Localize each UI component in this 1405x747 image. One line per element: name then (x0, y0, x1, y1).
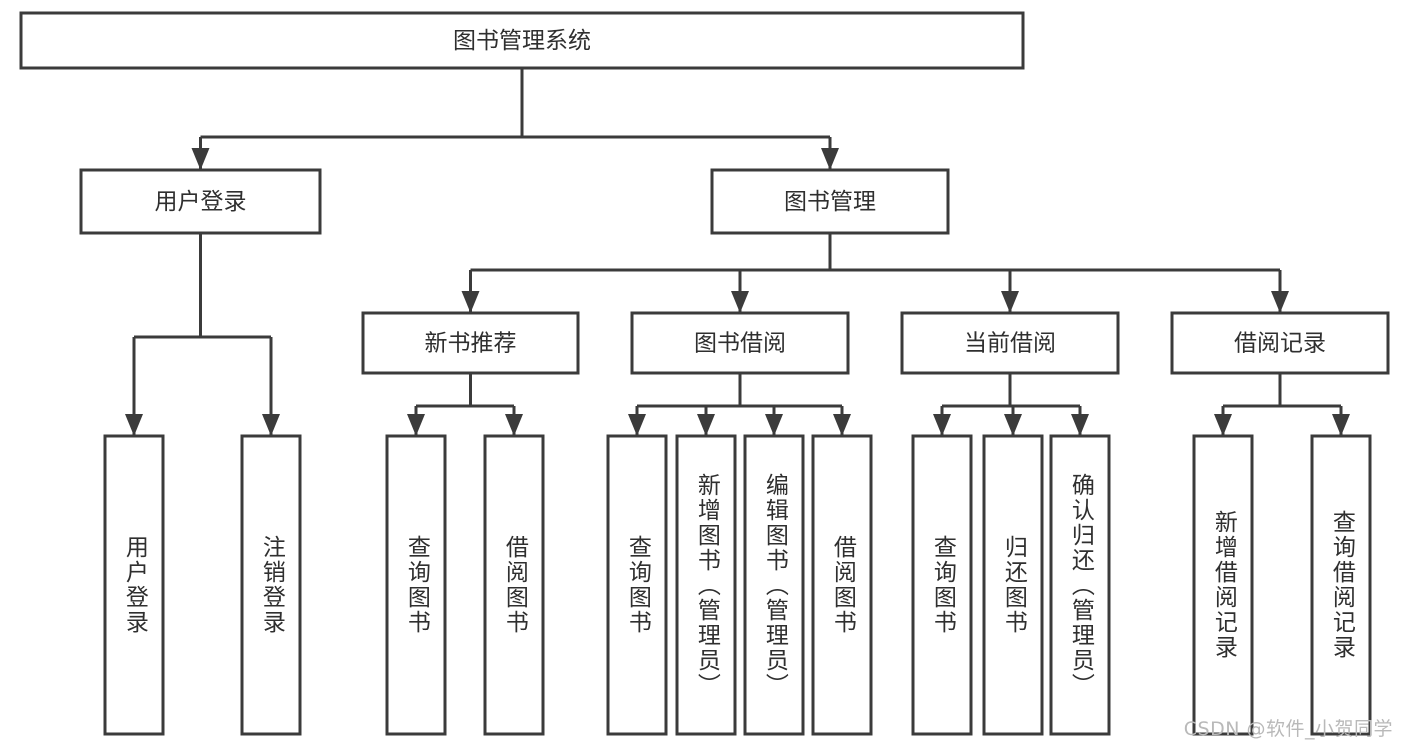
node-box-leaf-add-borrow-record[interactable] (1192, 434, 1254, 736)
node-label-borrow-record: 借阅记录 (1234, 331, 1326, 357)
node-box-leaf-query-book-current[interactable] (911, 434, 973, 736)
newbook-to-leaves-arrow-0 (407, 414, 425, 436)
node-box-leaf-return-book[interactable] (982, 434, 1044, 736)
node-label-current-borrow: 当前借阅 (964, 331, 1056, 357)
node-box-new-book-recommend[interactable] (361, 311, 580, 375)
node-box-leaf-borrow-book[interactable] (811, 434, 873, 736)
root-to-level2-arrow-1 (821, 148, 839, 170)
userlogin-to-leaves-arrow-1 (262, 414, 280, 436)
node-label-root: 图书管理系统 (453, 28, 591, 54)
node-label-user-login: 用户登录 (155, 189, 247, 215)
bookmanage-to-level3-arrow-3 (1271, 291, 1289, 313)
bookborrow-to-leaves-arrow-3 (833, 414, 851, 436)
node-box-leaf-query-book-recommend[interactable] (385, 434, 447, 736)
userlogin-to-leaves-arrow-0 (125, 414, 143, 436)
csdn-watermark: CSDN @软件_小贺同学 (1183, 718, 1393, 740)
node-label-book-borrow: 图书借阅 (694, 331, 786, 357)
bookborrow-to-leaves-arrow-2 (765, 414, 783, 436)
bookmanage-to-level3-arrow-0 (461, 291, 480, 313)
bookborrow-to-leaves-arrow-1 (697, 414, 715, 436)
currentborrow-to-leaves-arrow-2 (1071, 414, 1089, 436)
node-box-borrow-record[interactable] (1170, 311, 1390, 375)
node-box-leaf-borrow-book-recommend[interactable] (483, 434, 545, 736)
node-box-root[interactable] (19, 11, 1025, 70)
bookmanage-to-level3-arrow-2 (1001, 291, 1019, 313)
currentborrow-to-leaves-arrow-1 (1004, 414, 1022, 436)
currentborrow-to-leaves-arrow-0 (933, 414, 951, 436)
bookmanage-to-level3-arrow-1 (731, 291, 749, 313)
node-label-new-book-recommend: 新书推荐 (425, 331, 517, 357)
node-box-user-login[interactable] (79, 168, 322, 235)
node-box-leaf-edit-book-admin[interactable] (743, 434, 805, 736)
newbook-to-leaves-arrow-1 (505, 414, 523, 436)
connector-lines-group (125, 68, 1350, 436)
bookborrow-to-leaves-arrow-0 (628, 414, 646, 436)
node-box-leaf-query-borrow-record[interactable] (1310, 434, 1372, 736)
borrowrecord-to-leaves-arrow-0 (1214, 414, 1232, 436)
node-box-leaf-user-login[interactable] (103, 434, 165, 736)
node-box-book-borrow[interactable] (630, 311, 850, 375)
node-box-current-borrow[interactable] (900, 311, 1120, 375)
node-box-leaf-logout-login[interactable] (240, 434, 302, 736)
node-box-leaf-query-book-borrow[interactable] (606, 434, 668, 736)
borrowrecord-to-leaves-arrow-1 (1332, 414, 1350, 436)
node-box-leaf-add-book-admin[interactable] (675, 434, 737, 736)
node-boxes-group (19, 11, 1390, 736)
node-label-book-manage: 图书管理 (784, 189, 876, 215)
root-to-level2-arrow-0 (191, 148, 210, 170)
node-box-book-manage[interactable] (710, 168, 950, 235)
node-box-leaf-confirm-return-admin[interactable] (1049, 434, 1111, 736)
